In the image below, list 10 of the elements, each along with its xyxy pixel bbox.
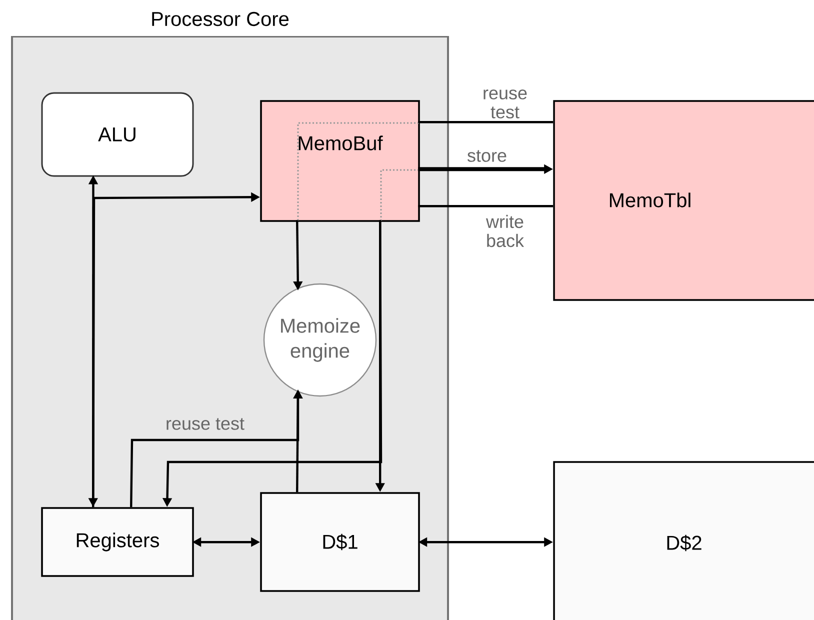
edge-label: write back xyxy=(486,214,524,248)
unit-box: MemoBuf xyxy=(260,100,420,222)
unit-box: D$1 xyxy=(260,492,420,592)
edge-label: store xyxy=(468,150,506,162)
unit-box: MemoTbl xyxy=(553,100,814,301)
unit-box: ALU xyxy=(41,92,194,177)
unit-box: Registers xyxy=(41,507,194,577)
edge-label: reuse test xyxy=(166,418,244,430)
unit-box: D$2 xyxy=(553,461,814,620)
edge-label: reuse test xyxy=(484,90,527,118)
